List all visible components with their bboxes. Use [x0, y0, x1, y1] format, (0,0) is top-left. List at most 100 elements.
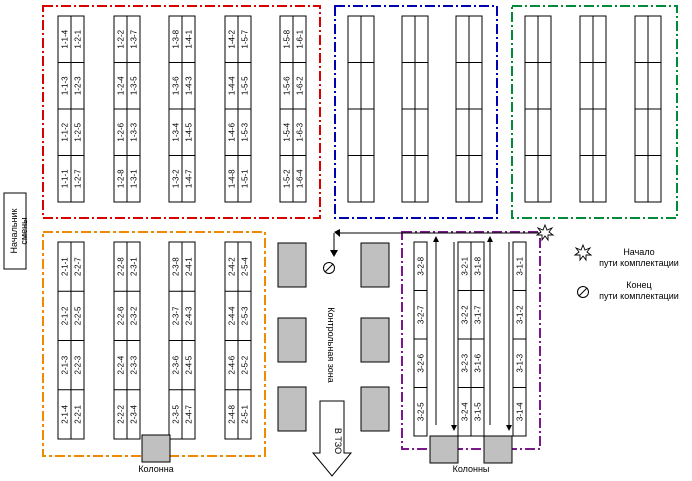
control-zone-block — [277, 242, 307, 288]
rack-cell-label: 1-1-2 — [61, 122, 70, 141]
rack-cell-label: 3-2-3 — [461, 353, 470, 372]
rack-cell-label: 2-5-2 — [241, 355, 250, 374]
picking-path — [333, 232, 548, 250]
control-zone-block — [277, 317, 307, 363]
zone-3-frame — [401, 231, 541, 450]
rack-cell-label: 1-3-5 — [130, 76, 139, 95]
rack-cell-label: 1-3-8 — [172, 29, 181, 48]
rack-cell-label: 3-1-2 — [516, 305, 525, 324]
rack-cell-label: 1-1-4 — [61, 29, 70, 48]
rack-cell-label: 2-3-2 — [130, 306, 139, 325]
rack-cell-label: 2-4-1 — [185, 257, 194, 276]
rack-cell-label: 2-2-6 — [117, 306, 126, 325]
rack-cell-label: 1-5-4 — [283, 122, 292, 141]
star-burst-icon — [535, 223, 555, 242]
zone-1-racks: 1-1-41-1-31-1-21-1-11-2-11-2-31-2-51-2-7… — [57, 15, 307, 203]
rack-cell-label: 1-2-3 — [74, 76, 83, 95]
control-zone-block — [360, 386, 390, 432]
rack-cell-label: 2-3-3 — [130, 355, 139, 374]
rack-cell-label: 2-2-1 — [74, 404, 83, 423]
rack-cell-label: 1-5-8 — [283, 29, 292, 48]
rack-cell-label: 3-1-8 — [474, 256, 483, 275]
rack-cell-label: 1-3-6 — [172, 76, 181, 95]
zone-green-racks — [524, 15, 662, 203]
rack-cell-label: 2-2-3 — [74, 355, 83, 374]
rack-cell-label: 1-4-4 — [228, 76, 237, 95]
rack-cell-label: 3-2-8 — [417, 256, 426, 275]
rack-cell-label: 1-4-8 — [228, 169, 237, 188]
rack-cell-label: 3-1-6 — [474, 353, 483, 372]
zone-3-racks: 3-2-83-2-73-2-63-2-53-2-13-2-23-2-33-2-4… — [413, 241, 527, 437]
rack-cell-label: 2-3-6 — [172, 355, 181, 374]
path-arrow-head — [433, 236, 439, 242]
path-arrow-head — [506, 425, 512, 431]
control-zone-block — [360, 317, 390, 363]
tzo-label: В ТЗО — [333, 428, 343, 454]
rack-cell-label: 1-4-3 — [185, 76, 194, 95]
rack-cell-label: 1-3-7 — [130, 29, 139, 48]
rack-cell-label: 3-1-4 — [516, 402, 525, 421]
control-zone-block — [360, 242, 390, 288]
rack-cell-label: 2-2-8 — [117, 257, 126, 276]
rack-cell-label: 1-6-1 — [296, 29, 305, 48]
rack-cell-label: 1-4-1 — [185, 29, 194, 48]
rack-cell-label: 1-5-7 — [241, 29, 250, 48]
rack-cell-label: 2-5-3 — [241, 306, 250, 325]
zone-green-frame — [511, 5, 678, 219]
no-entry-icon — [577, 286, 589, 298]
no-entry-icon — [323, 262, 335, 274]
rack-cell-label: 2-4-3 — [185, 306, 194, 325]
rack-cell-label: 3-1-1 — [516, 256, 525, 275]
rack-cell-label: 1-6-4 — [296, 169, 305, 188]
rack-cell-label: 2-1-3 — [61, 355, 70, 374]
rack-cell-label: 2-3-5 — [172, 404, 181, 423]
rack-cell-label: 2-4-5 — [185, 355, 194, 374]
column-block — [141, 434, 171, 463]
path-arrow-head — [334, 229, 340, 237]
rack-cell-label: 2-2-4 — [117, 355, 126, 374]
rack-cell-label: 2-4-8 — [228, 404, 237, 423]
rack-cell-label: 1-4-2 — [228, 29, 237, 48]
rack-cell-label: 3-1-7 — [474, 305, 483, 324]
rack-cell-label: 2-4-7 — [185, 404, 194, 423]
rack-cell-label: 1-2-4 — [117, 76, 126, 95]
rack-cell-label: 1-1-3 — [61, 76, 70, 95]
rack-cell-label: 2-5-1 — [241, 404, 250, 423]
rack-cell-label: 2-4-2 — [228, 257, 237, 276]
rack-cell-label: 3-1-3 — [516, 353, 525, 372]
shift-head-box — [3, 192, 27, 270]
rack-cell-label: 1-5-5 — [241, 76, 250, 95]
control-zone-block — [277, 386, 307, 432]
rack-cell-label: 2-3-7 — [172, 306, 181, 325]
rack-cell-label: 2-2-5 — [74, 306, 83, 325]
rack-cell-label: 1-3-4 — [172, 122, 181, 141]
rack-cell-label: 1-2-1 — [74, 29, 83, 48]
zone-1-frame — [42, 5, 321, 219]
rack-cell-label: 1-2-8 — [117, 169, 126, 188]
rack-cell-label: 2-3-4 — [130, 404, 139, 423]
rack-cell-label: 1-4-6 — [228, 122, 237, 141]
zone-blue-racks — [347, 15, 483, 203]
rack-cell-label: 3-2-2 — [461, 305, 470, 324]
rack-cell-label: 2-3-1 — [130, 257, 139, 276]
zone-blue-frame — [334, 5, 498, 219]
rack-cell-label: 1-4-7 — [185, 169, 194, 188]
rack-cell-label: 1-2-7 — [74, 169, 83, 188]
rack-cell-label: 1-3-2 — [172, 169, 181, 188]
rack-cell-label: 3-2-4 — [461, 402, 470, 421]
column-label: Колонна — [138, 464, 173, 474]
zone-3-path-arrows — [435, 242, 510, 425]
rack-cell-label: 3-2-1 — [461, 256, 470, 275]
rack-cell-label: 1-1-1 — [61, 169, 70, 188]
rack-cell-label: 1-5-1 — [241, 169, 250, 188]
rack-cell-label: 3-2-6 — [417, 353, 426, 372]
rack-cell-label: 1-3-1 — [130, 169, 139, 188]
rack-cell-label: 3-1-5 — [474, 402, 483, 421]
tzo-arrow — [311, 400, 353, 477]
rack-cell-label: 1-5-6 — [283, 76, 292, 95]
star-burst-icon — [573, 243, 593, 262]
